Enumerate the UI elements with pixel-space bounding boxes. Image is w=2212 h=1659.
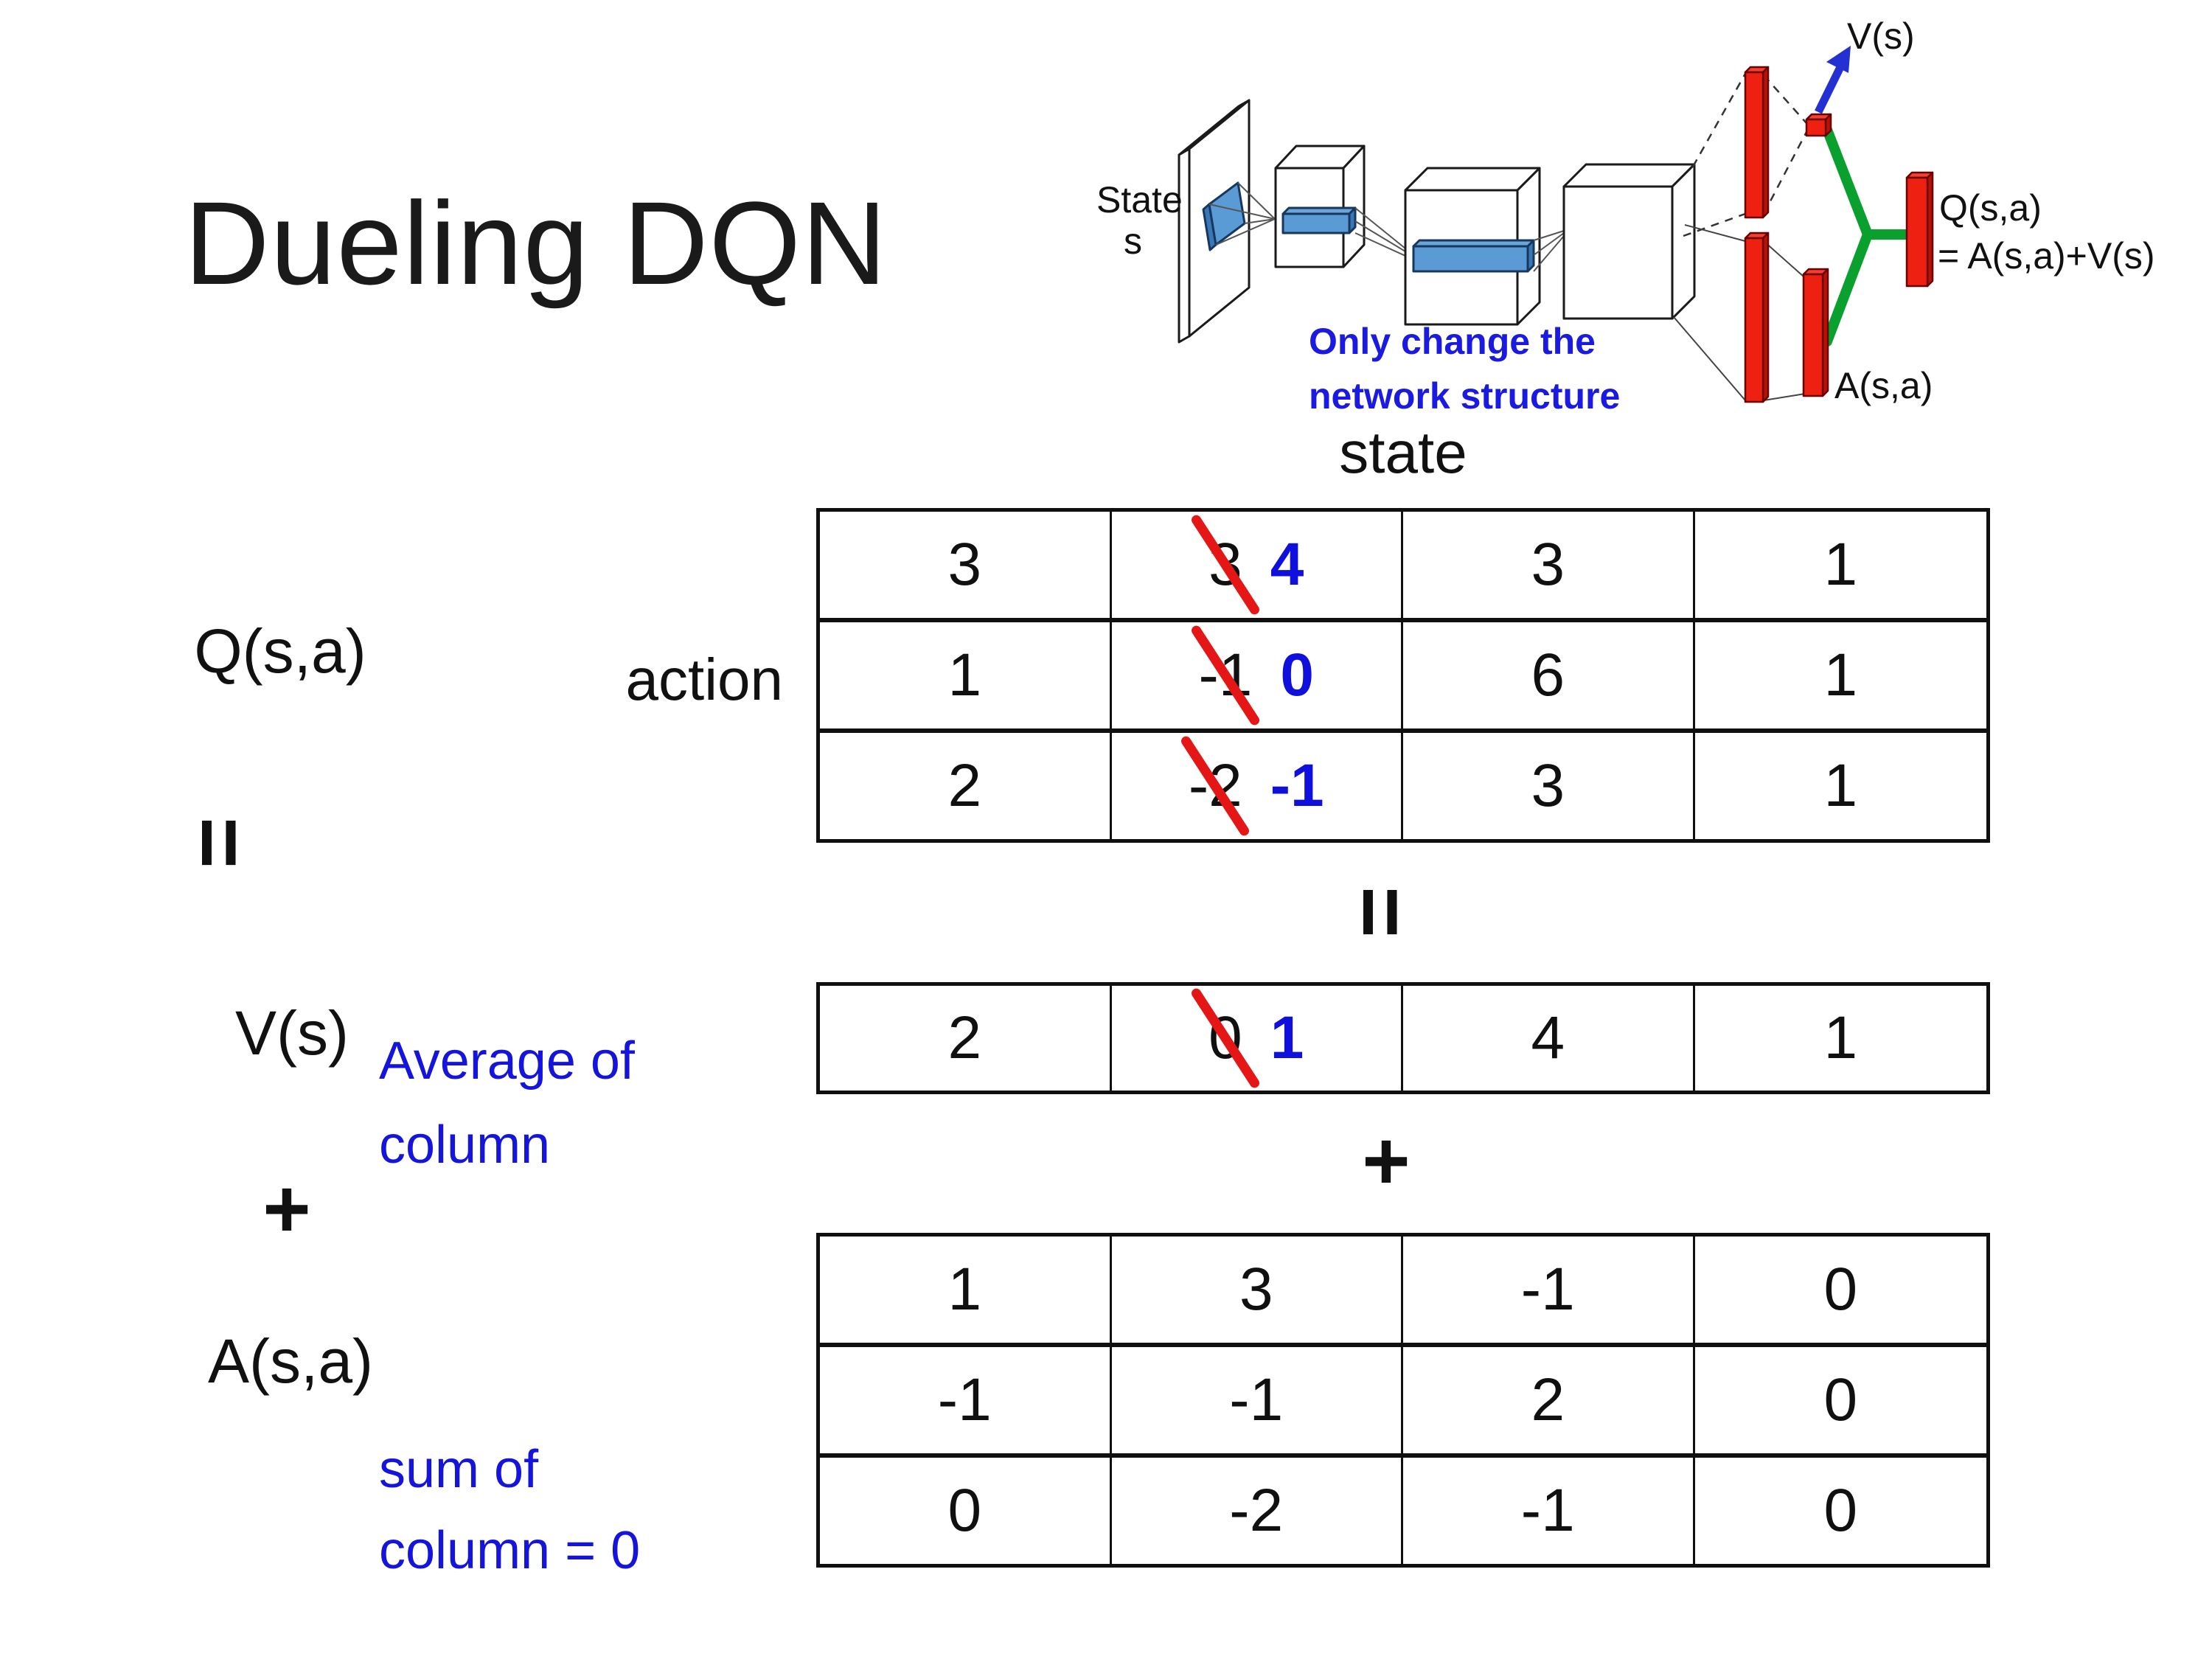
matrix-cell: 0 — [1694, 1347, 1986, 1458]
v-matrix: 20141 — [816, 982, 1990, 1094]
matrix-cell: -1 0 — [1111, 622, 1403, 733]
old-value: -2 — [1179, 734, 1251, 838]
connector-lines — [1533, 230, 1565, 272]
combiner-green-y — [1822, 125, 1913, 347]
strikethrough-mark — [1189, 513, 1262, 616]
new-value: 4 — [1270, 531, 1304, 598]
matrix-cell: -1 — [1403, 1458, 1695, 1564]
diagram-state-label: State — [1096, 179, 1183, 220]
equals-rotated-mid: = — [1332, 886, 1430, 939]
old-value: 3 — [1189, 513, 1262, 616]
v-stream-dashed-lines — [1683, 73, 1808, 237]
feature-bar-1 — [1281, 206, 1357, 234]
action-axis-label: action — [625, 647, 783, 712]
old-value: 0 — [1189, 987, 1262, 1090]
new-value: -1 — [1270, 752, 1324, 819]
state-axis-label: state — [1339, 420, 1467, 485]
matrix-cell: 3 — [820, 512, 1112, 622]
diagram-a-output-label: A(s,a) — [1834, 365, 1933, 406]
matrix-cell: 0 — [1694, 1237, 1986, 1347]
v-matrix-label: V(s) — [235, 998, 349, 1068]
fc-layer-box — [1562, 163, 1696, 320]
matrix-cell: 1 — [1694, 622, 1986, 733]
matrix-cell: -2 -1 — [1112, 733, 1403, 839]
matrix-cell: 3 — [1403, 733, 1695, 839]
matrix-cell: 2 — [820, 733, 1112, 839]
matrix-cell: -2 — [1112, 1458, 1403, 1564]
matrix-cell: 0 — [820, 1458, 1112, 1564]
matrix-cell: 3 — [1111, 1237, 1403, 1347]
sum-note-line2: column = 0 — [379, 1521, 641, 1580]
strikethrough-mark — [1189, 624, 1262, 727]
matrix-cell: -1 — [1403, 1237, 1695, 1347]
matrix-cell: 1 — [1694, 512, 1986, 622]
average-note-line1: Average of — [379, 1032, 635, 1091]
old-value: -1 — [1189, 624, 1262, 727]
page-title: Dueling DQN — [184, 177, 888, 309]
equals-rotated-left: = — [170, 816, 269, 869]
strikethrough-mark — [1189, 987, 1262, 1090]
connector-lines — [1208, 182, 1276, 246]
matrix-cell: 1 — [1823, 1004, 1858, 1071]
diagram-v-output-label: V(s) — [1847, 15, 1915, 57]
plus-sign-left: + — [262, 1163, 311, 1255]
matrix-cell: -1 — [1111, 1347, 1403, 1458]
a-stream-lines — [1673, 224, 1806, 401]
matrix-cell: 2 — [1403, 1347, 1695, 1458]
average-note-line2: column — [379, 1116, 551, 1175]
a-matrix-label: A(s,a) — [207, 1326, 374, 1396]
strikethrough-mark — [1179, 734, 1251, 838]
diagram-state-s: s — [1124, 220, 1142, 262]
diagram-q-output-label: Q(s,a) — [1939, 187, 2042, 229]
matrix-cell: 4 — [1403, 986, 1695, 1091]
dueling-network-diagram: State s V(s) Q(s,a) = A(s,a)+V(s) A(s,a)… — [1096, 15, 2155, 417]
matrix-cell: 01 — [1112, 986, 1403, 1091]
matrix-cell: 1 — [820, 622, 1112, 733]
matrix-cell: 1 — [1823, 752, 1858, 819]
q-matrix-label: Q(s,a) — [194, 616, 366, 686]
v-output-arrow — [1815, 46, 1851, 114]
diagram-caption-line2: network structure — [1309, 375, 1620, 417]
conv-layer-box-1 — [1274, 145, 1366, 268]
matrix-cell: 2 — [820, 986, 1112, 1091]
matrix-cell: 1 — [820, 1237, 1112, 1347]
matrix-cell: 6 — [1403, 622, 1695, 733]
sum-note-line1: sum of — [379, 1440, 539, 1499]
matrix-cell: 34 — [1111, 512, 1403, 622]
diagram-q-formula: = A(s,a)+V(s) — [1938, 235, 2155, 276]
feature-bar-2 — [1412, 239, 1535, 273]
matrix-cell: 3 — [1403, 512, 1695, 622]
connector-lines — [1354, 207, 1406, 257]
matrix-cell: -1 — [820, 1347, 1112, 1458]
new-value: 0 — [1280, 641, 1315, 709]
fc-red-bars — [1744, 66, 1934, 403]
matrix-cell: 0 — [1823, 1477, 1858, 1544]
plus-sign-mid: + — [1362, 1115, 1411, 1207]
diagram-caption-line1: Only change the — [1309, 321, 1596, 362]
new-value: 1 — [1270, 1004, 1304, 1071]
